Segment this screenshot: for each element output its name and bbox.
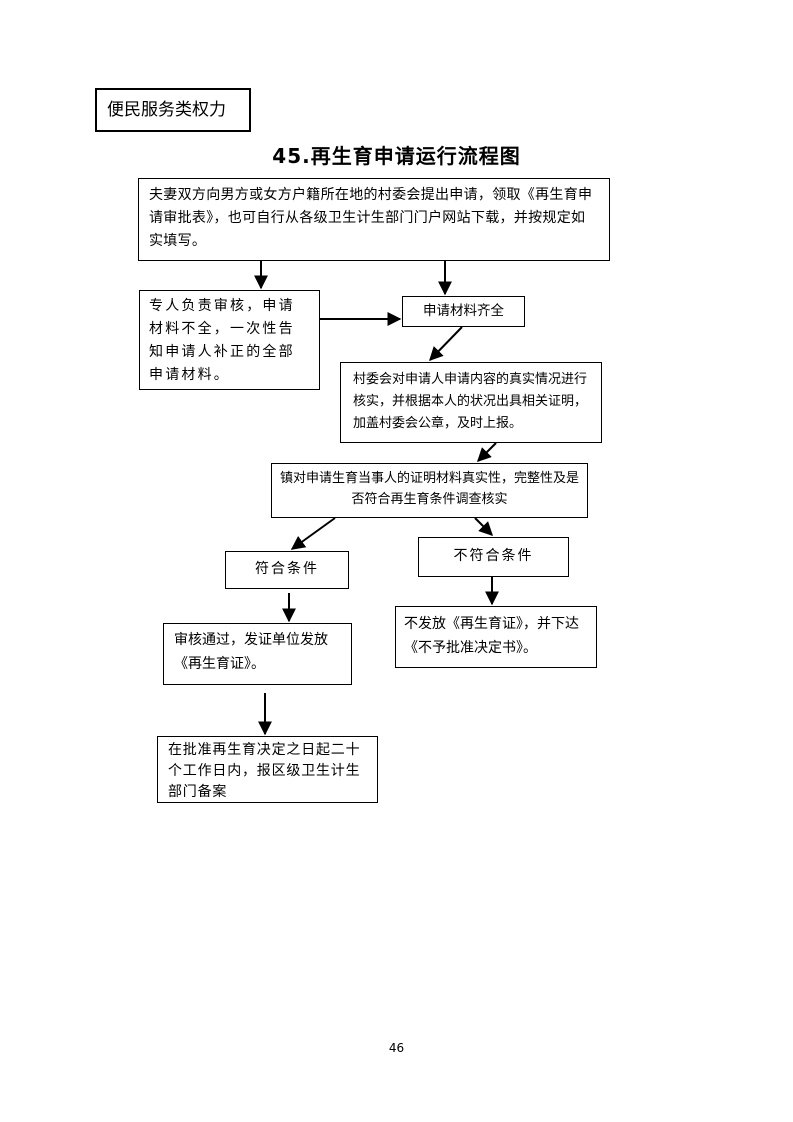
arrow-town-to-not-qualified — [474, 517, 493, 536]
page-number: 46 — [388, 1041, 405, 1055]
arrow-town-to-qualified — [290, 517, 336, 550]
step-review: 专人负责审核，申请材料不全，一次性告知申请人补正的全部申请材料。 — [139, 290, 320, 390]
category-label: 便民服务类权力 — [95, 88, 251, 132]
step-filing: 在批准再生育决定之日起二十个工作日内，报区级卫生计生部门备案 — [157, 736, 378, 803]
step-materials-complete: 申请材料齐全 — [402, 296, 525, 327]
step-town-check: 镇对申请生育当事人的证明材料真实性，完整性及是否符合再生育条件调查核实 — [271, 463, 588, 518]
step-qualified: 符合条件 — [225, 551, 349, 589]
step-apply: 夫妻双方向男方或女方户籍所在地的村委会提出申请，领取《再生育申请审批表》，也可自… — [138, 178, 610, 261]
step-rejected: 不发放《再生育证》，并下达《不予批准决定书》。 — [395, 606, 597, 668]
step-approved: 审核通过，发证单位发放《再生育证》。 — [163, 623, 352, 685]
page-title: 45.再生育申请运行流程图 — [272, 144, 521, 168]
arrow-complete-to-verify — [429, 326, 463, 362]
step-not-qualified: 不符合条件 — [418, 537, 569, 577]
step-village-verify: 村委会对申请人申请内容的真实情况进行核实，并根据本人的状况出具相关证明，加盖村委… — [340, 362, 602, 443]
arrow-verify-to-town — [477, 442, 497, 462]
